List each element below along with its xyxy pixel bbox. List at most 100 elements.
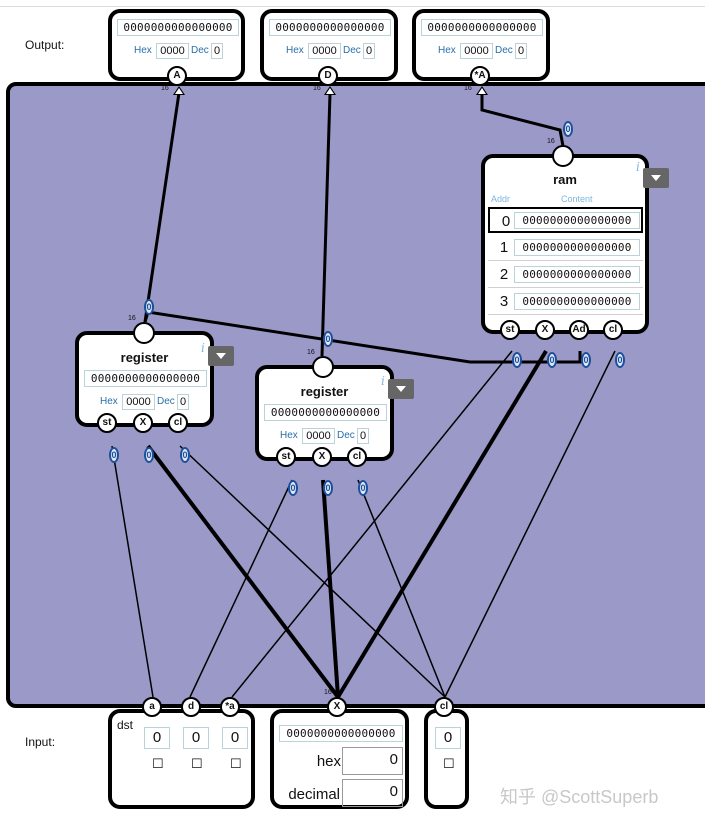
ram-row-value[interactable]: 0000000000000000 <box>514 212 640 229</box>
output-a-hex[interactable]: 0000 <box>156 43 189 59</box>
input-cl-pin[interactable]: cl <box>434 697 454 717</box>
register-1-bits[interactable]: 0000000000000000 <box>84 370 207 387</box>
register-2-dec[interactable]: 0 <box>357 428 369 444</box>
ram-addr-header: Addr <box>491 194 511 204</box>
input-x-hex-field[interactable]: 0 <box>342 747 403 775</box>
output-a-arrow-icon <box>173 86 185 95</box>
wire-x-reg1 <box>146 444 340 699</box>
ram-row[interactable]: 1 0000000000000000 <box>488 235 643 261</box>
register-2-menu-button[interactable] <box>388 379 414 399</box>
output-a-pin[interactable]: A <box>167 66 187 86</box>
output-d-pin[interactable]: D <box>318 66 338 86</box>
register-2-dec-label: Dec <box>337 430 355 441</box>
output-star-a-bits[interactable]: 0000000000000000 <box>421 19 543 36</box>
dst-label: dst <box>117 718 134 732</box>
wire-a-st <box>111 445 154 698</box>
output-d-dec[interactable]: 0 <box>363 43 375 59</box>
dst-star-a-checkbox[interactable]: ☐ <box>230 756 242 771</box>
register-1-width: 16 <box>128 315 136 322</box>
wire-cl-reg2 <box>357 479 446 698</box>
input-x-decimal-label: decimal <box>288 786 340 803</box>
ram-row[interactable]: 0 0000000000000000 <box>488 207 643 233</box>
dst-d-checkbox[interactable]: ☐ <box>191 756 203 771</box>
output-a-dec-label: Dec <box>191 45 209 56</box>
register-1-port-st[interactable]: st <box>97 413 117 433</box>
wire-value-badge: 0 <box>144 447 154 463</box>
output-star-a-pin[interactable]: *A <box>470 66 490 86</box>
output-star-a-width: 16 <box>464 85 472 92</box>
watermark: 知乎 @ScottSuperb <box>500 787 659 807</box>
register-1-title: register <box>120 350 169 365</box>
wire-value-badge: 0 <box>144 299 154 315</box>
output-star-a-arrow-icon <box>476 86 488 95</box>
ram-port-x[interactable]: X <box>535 320 555 340</box>
cl-checkbox[interactable]: ☐ <box>443 756 455 771</box>
ram-row-value[interactable]: 0000000000000000 <box>514 293 640 310</box>
wire-stara-st <box>231 350 513 698</box>
register-2-input-pin[interactable] <box>312 356 334 378</box>
dst-a-checkbox[interactable]: ☐ <box>152 756 164 771</box>
ram-row[interactable]: 3 0000000000000000 <box>488 289 643 315</box>
input-label: Input: <box>25 735 56 749</box>
ram-row-addr: 0 <box>501 213 511 230</box>
register-1-info-icon[interactable]: i <box>201 341 205 355</box>
ram-row-value[interactable]: 0000000000000000 <box>514 266 640 283</box>
dst-star-a-value[interactable]: 0 <box>222 727 248 749</box>
cl-value[interactable]: 0 <box>435 727 461 749</box>
wire-value-badge: 0 <box>615 352 625 368</box>
register-2-info-icon[interactable]: i <box>381 374 385 388</box>
output-star-a-hex[interactable]: 0000 <box>460 43 493 59</box>
ram-info-icon[interactable]: i <box>636 160 640 174</box>
output-star-a-dec-label: Dec <box>495 45 513 56</box>
register-1-dec-label: Dec <box>157 396 175 407</box>
dst-d-value[interactable]: 0 <box>183 727 209 749</box>
input-x-hex-label: hex <box>316 753 341 770</box>
output-d-width: 16 <box>313 85 321 92</box>
ram-port-st[interactable]: st <box>500 320 520 340</box>
register-1-input-pin[interactable] <box>133 322 155 344</box>
input-a-pin[interactable]: a <box>142 697 162 717</box>
output-d-hex[interactable]: 0000 <box>308 43 341 59</box>
wire-value-badge: 0 <box>547 352 557 368</box>
input-star-a-pin[interactable]: *a <box>220 697 240 717</box>
register-1-hex[interactable]: 0000 <box>122 394 155 410</box>
wire-out-star-a <box>480 93 565 147</box>
ram-row-addr: 3 <box>499 293 509 310</box>
register-1-port-cl[interactable]: cl <box>168 413 188 433</box>
input-x-decimal-field[interactable]: 0 <box>342 779 403 807</box>
ram-row-value[interactable]: 0000000000000000 <box>514 239 640 256</box>
ram-row-addr: 1 <box>499 239 509 256</box>
output-star-a-dec[interactable]: 0 <box>515 43 527 59</box>
ram-component[interactable]: ram Addr Content 0 0000000000000000 1 00… <box>481 154 649 334</box>
wire-value-badge: 0 <box>323 331 333 347</box>
ram-port-ad[interactable]: Ad <box>569 320 589 340</box>
input-d-pin[interactable]: d <box>181 697 201 717</box>
ram-row[interactable]: 2 0000000000000000 <box>488 262 643 288</box>
register-2-bits[interactable]: 0000000000000000 <box>264 404 387 421</box>
input-x-width: 16 <box>324 689 332 696</box>
ram-menu-button[interactable] <box>643 168 669 188</box>
register-2-port-cl[interactable]: cl <box>347 447 367 467</box>
register-2-width: 16 <box>307 349 315 356</box>
output-a-dec[interactable]: 0 <box>211 43 223 59</box>
register-1-menu-button[interactable] <box>208 346 234 366</box>
wire-out-a <box>143 92 181 323</box>
wire-value-badge: 0 <box>563 121 573 137</box>
register-2-port-x[interactable]: X <box>312 447 332 467</box>
register-1-dec[interactable]: 0 <box>177 394 189 410</box>
register-1-hex-label: Hex <box>100 396 118 407</box>
register-2-hex[interactable]: 0000 <box>302 428 335 444</box>
wire-value-badge: 0 <box>581 352 591 368</box>
dst-a-value[interactable]: 0 <box>144 727 170 749</box>
register-2-port-st[interactable]: st <box>276 447 296 467</box>
output-d-dec-label: Dec <box>343 45 361 56</box>
output-a-bits[interactable]: 0000000000000000 <box>117 19 239 36</box>
wire-value-badge: 0 <box>512 352 522 368</box>
input-x-bits[interactable]: 0000000000000000 <box>279 725 403 742</box>
output-d-bits[interactable]: 0000000000000000 <box>269 19 391 36</box>
input-x-pin[interactable]: X <box>327 697 347 717</box>
ram-input-pin[interactable] <box>552 145 574 167</box>
register-1-port-x[interactable]: X <box>133 413 153 433</box>
ram-port-cl[interactable]: cl <box>603 320 623 340</box>
